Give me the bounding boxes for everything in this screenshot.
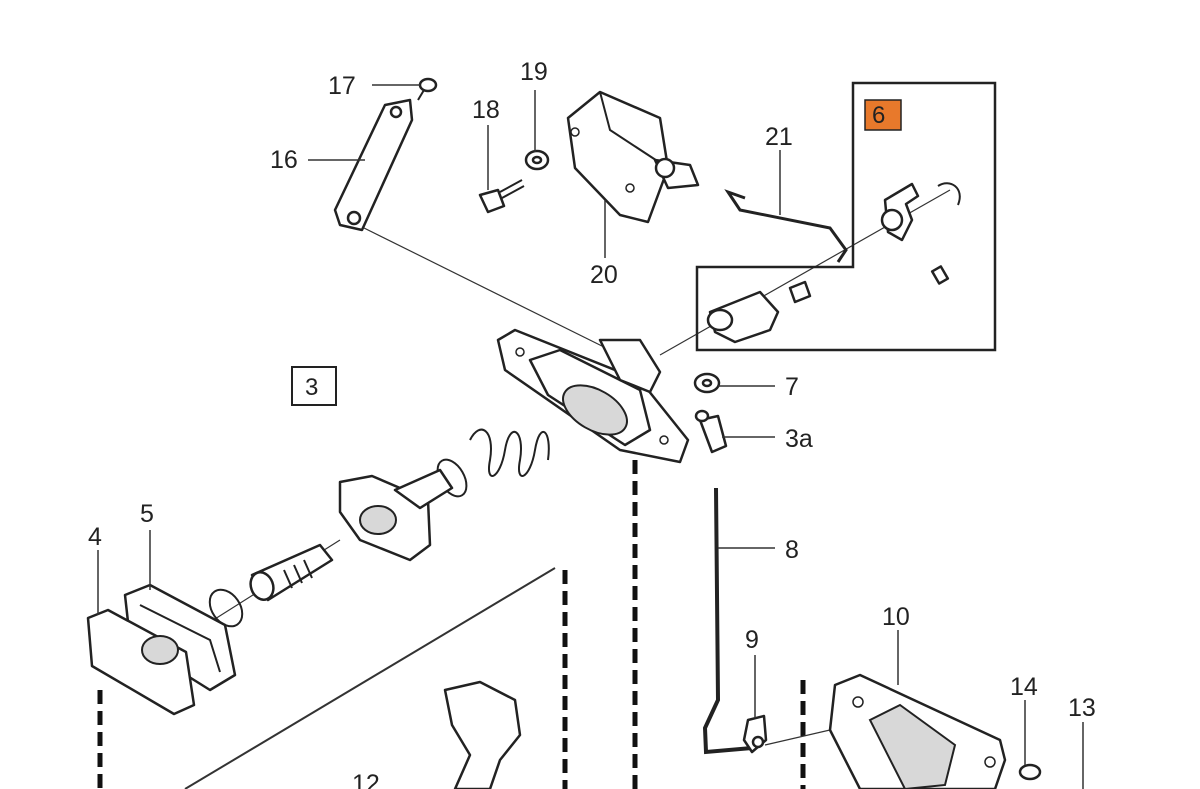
- callout-17: 17: [328, 72, 356, 100]
- part-4-cover-plate: [86, 608, 196, 716]
- callout-7: 7: [785, 373, 799, 401]
- part-9-rod-clip: [742, 714, 768, 754]
- callout-10: 10: [882, 603, 910, 631]
- handle-housing: [496, 328, 690, 464]
- boxed-label-6: 6: [872, 102, 885, 129]
- callout-4: 4: [88, 523, 102, 551]
- part-7-nut: [693, 372, 721, 394]
- callout-14: 14: [1010, 673, 1038, 701]
- part-17-screw: [417, 77, 438, 101]
- part-8-link-rod: [702, 487, 753, 755]
- part-21-actuator-rod: [724, 189, 848, 263]
- part-19-washer: [524, 149, 550, 171]
- part-3a-clip: [694, 409, 728, 454]
- panel-edge-line: [184, 567, 556, 789]
- callout-5: 5: [140, 500, 154, 528]
- part-14-washer: [1018, 763, 1042, 781]
- lock-cylinder: [249, 543, 334, 602]
- inset-detail-frame: [695, 81, 997, 352]
- axis-line-16-to-handle: [357, 224, 611, 351]
- callout-21: 21: [765, 123, 793, 151]
- o-ring: [208, 588, 244, 628]
- callout-19: 19: [520, 58, 548, 86]
- handle-mechanism-body: [338, 468, 454, 562]
- boxed-label-3: 3: [305, 374, 318, 401]
- part-18-bolt: [478, 179, 525, 214]
- callout-9: 9: [745, 626, 759, 654]
- boxed-label-3-frame: [291, 366, 337, 406]
- callout-12: 12: [352, 770, 380, 789]
- part-16-link-bracket: [333, 98, 414, 232]
- callout-3a: 3a: [785, 425, 813, 453]
- callout-8: 8: [785, 536, 799, 564]
- part-20-actuator-motor: [566, 90, 700, 224]
- callout-16: 16: [270, 146, 298, 174]
- callout-18: 18: [472, 96, 500, 124]
- inset-clip-part: [880, 182, 961, 285]
- callout-13: 13: [1068, 694, 1096, 722]
- inset-label-highlight: [864, 99, 902, 131]
- lower-latch-hook: [443, 680, 522, 789]
- inset-rod-guide-part: [706, 280, 812, 344]
- part-10-latch-assembly: [828, 673, 1007, 789]
- callout-20: 20: [590, 261, 618, 289]
